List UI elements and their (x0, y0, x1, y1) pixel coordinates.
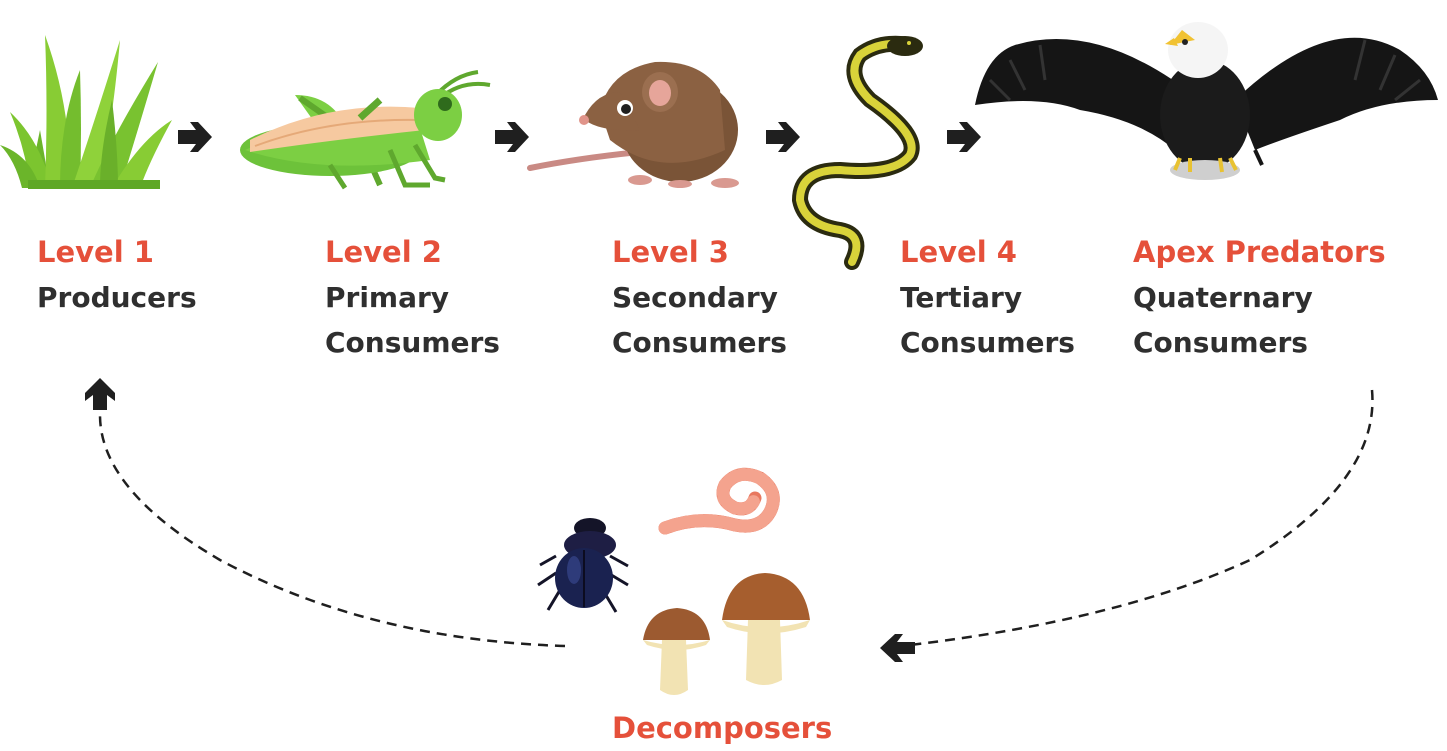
return-path-right (909, 389, 1374, 647)
arrow-right-icon (178, 122, 212, 152)
level-1-role: Producers (37, 281, 197, 314)
level-4-title: Level 4 (900, 235, 1017, 269)
apex-role-line2: Consumers (1133, 326, 1308, 359)
level-3-role-line1: Secondary (612, 281, 778, 314)
level-4-role-line1: Tertiary (900, 281, 1023, 314)
arrow-right-icon (947, 122, 981, 152)
arrow-right-icon (495, 122, 529, 152)
level-4-label: Level 4 Tertiary Consumers (900, 230, 1075, 365)
level-3-title: Level 3 (612, 235, 729, 269)
level-1-title: Level 1 (37, 235, 154, 269)
return-path-left (98, 414, 566, 648)
level-1-label: Level 1 Producers (37, 230, 197, 320)
grass-icon (0, 35, 172, 189)
level-2-role-line1: Primary (325, 281, 450, 314)
level-2-role-line2: Consumers (325, 326, 500, 359)
apex-label: Apex Predators Quaternary Consumers (1133, 230, 1386, 365)
decomposers-title: Decomposers (612, 711, 833, 745)
level-3-label: Level 3 Secondary Consumers (612, 230, 787, 365)
level-2-title: Level 2 (325, 235, 442, 269)
apex-title: Apex Predators (1133, 235, 1386, 269)
level-4-role-line2: Consumers (900, 326, 1075, 359)
mushroom-icon (643, 573, 810, 695)
arrow-up-icon (85, 378, 115, 410)
arrow-right-icon (766, 122, 800, 152)
level-2-label: Level 2 Primary Consumers (325, 230, 500, 365)
decomposers-label: Decomposers (612, 706, 832, 751)
worm-icon (658, 467, 780, 535)
snake-icon (791, 35, 923, 270)
level-3-role-line2: Consumers (612, 326, 787, 359)
arrow-left-icon (880, 634, 915, 662)
eagle-icon (975, 22, 1438, 180)
grasshopper-icon (240, 70, 491, 190)
mouse-icon (527, 61, 739, 188)
beetle-icon (537, 518, 629, 613)
apex-role-line1: Quaternary (1133, 281, 1313, 314)
